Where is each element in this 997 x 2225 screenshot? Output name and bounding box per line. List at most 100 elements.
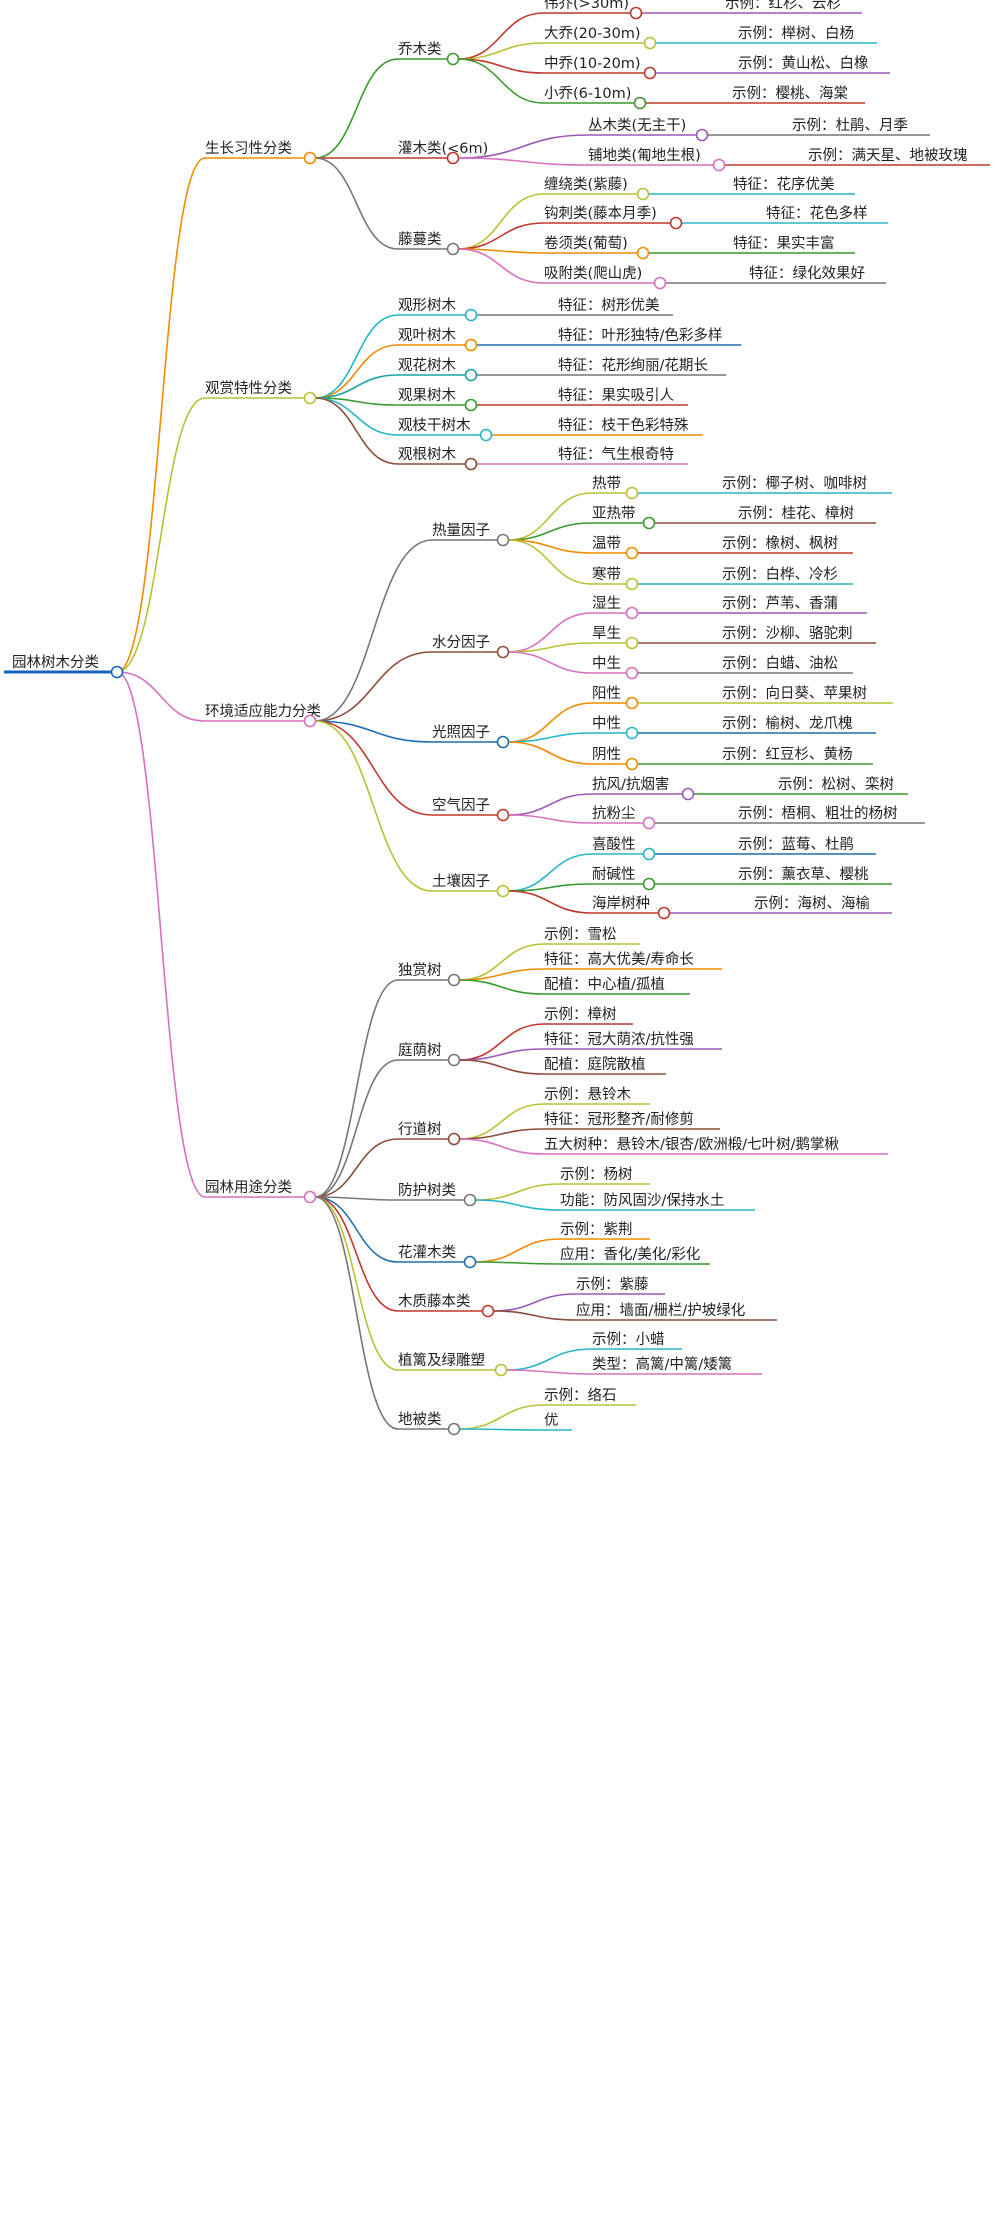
leaf-label[interactable]: 大乔(20-30m) xyxy=(544,25,641,42)
leaf-label[interactable]: 卷须类(葡萄) xyxy=(544,235,628,252)
leaf-label[interactable]: 钩刺类(藤本月季) xyxy=(544,205,657,222)
subtopic-node-circle[interactable] xyxy=(446,52,460,66)
leaf-label[interactable]: 示例：樟树 xyxy=(544,1005,617,1023)
subtopic-node-circle[interactable] xyxy=(496,533,510,547)
leaf-node-circle[interactable] xyxy=(636,246,650,260)
subtopic-node-circle[interactable] xyxy=(496,808,510,822)
leaf-label[interactable]: 抗风/抗烟害 xyxy=(592,776,669,793)
leaf-label[interactable]: 抗粉尘 xyxy=(592,805,636,822)
subtopic-node-circle[interactable] xyxy=(447,1422,461,1436)
leaf-node-circle[interactable] xyxy=(636,187,650,201)
subtopic-label[interactable]: 花灌木类 xyxy=(398,1244,456,1261)
leaf-node-circle[interactable] xyxy=(625,757,639,771)
leaf-label[interactable]: 湿生 xyxy=(592,595,621,612)
subtopic-node-circle[interactable] xyxy=(446,151,460,165)
subtopic-node-circle[interactable] xyxy=(481,1304,495,1318)
leaf-label[interactable]: 中性 xyxy=(592,715,621,732)
leaf-label[interactable]: 缠绕类(紫藤) xyxy=(544,175,628,193)
leaf-label[interactable]: 特征：冠形整齐/耐修剪 xyxy=(544,1110,694,1128)
leaf-label[interactable]: 示例：络石 xyxy=(544,1387,617,1404)
leaf-label[interactable]: 示例：杨树 xyxy=(560,1166,633,1183)
leaf-node-circle[interactable] xyxy=(653,276,667,290)
leaf-label[interactable]: 阳性 xyxy=(592,685,621,702)
leaf-label[interactable]: 丛木类(无主干) xyxy=(588,117,686,134)
leaf-label[interactable]: 配植：庭院散植 xyxy=(544,1056,646,1073)
leaf-label[interactable]: 应用：香化/美化/彩化 xyxy=(560,1245,700,1263)
root-topic-label[interactable]: 园林树木分类 xyxy=(12,654,99,671)
leaf-label[interactable]: 温带 xyxy=(592,535,621,552)
leaf-node-circle[interactable] xyxy=(669,216,683,230)
leaf-label[interactable]: 示例：悬铃木 xyxy=(544,1086,631,1103)
leaf-label[interactable]: 示例：紫藤 xyxy=(576,1276,649,1293)
subtopic-label[interactable]: 观根树木 xyxy=(398,446,456,463)
subtopic-label[interactable]: 热量因子 xyxy=(432,522,490,539)
subtopic-node-circle[interactable] xyxy=(479,428,493,442)
branch-label[interactable]: 环境适应能力分类 xyxy=(205,702,321,720)
subtopic-node-circle[interactable] xyxy=(447,973,461,987)
subtopic-label[interactable]: 独赏树 xyxy=(398,962,442,979)
subtopic-label[interactable]: 观果树木 xyxy=(398,387,456,404)
leaf-label[interactable]: 喜酸性 xyxy=(592,836,636,853)
subtopic-node-circle[interactable] xyxy=(496,884,510,898)
subtopic-node-circle[interactable] xyxy=(496,645,510,659)
leaf-node-circle[interactable] xyxy=(642,516,656,530)
subtopic-node-circle[interactable] xyxy=(464,457,478,471)
leaf-node-circle[interactable] xyxy=(642,816,656,830)
subtopic-node-circle[interactable] xyxy=(446,242,460,256)
subtopic-label[interactable]: 观枝干树木 xyxy=(398,417,471,434)
leaf-label[interactable]: 中乔(10-20m) xyxy=(544,55,641,72)
leaf-label[interactable]: 耐碱性 xyxy=(592,866,636,883)
leaf-label[interactable]: 阴性 xyxy=(592,746,621,763)
subtopic-label[interactable]: 行道树 xyxy=(398,1121,442,1138)
subtopic-node-circle[interactable] xyxy=(464,308,478,322)
leaf-node-circle[interactable] xyxy=(712,158,726,172)
subtopic-label[interactable]: 观花树木 xyxy=(398,357,456,374)
leaf-label[interactable]: 特征：冠大荫浓/抗性强 xyxy=(544,1031,694,1048)
subtopic-node-circle[interactable] xyxy=(447,1132,461,1146)
leaf-label[interactable]: 应用：墙面/栅栏/护坡绿化 xyxy=(576,1301,745,1319)
leaf-node-circle[interactable] xyxy=(681,787,695,801)
branch-node-circle[interactable] xyxy=(303,151,317,165)
subtopic-node-circle[interactable] xyxy=(494,1363,508,1377)
leaf-node-circle[interactable] xyxy=(625,546,639,560)
subtopic-label[interactable]: 藤蔓类 xyxy=(398,231,442,248)
branch-label[interactable]: 观赏特性分类 xyxy=(205,380,292,397)
leaf-label[interactable]: 伟乔(>30m) xyxy=(544,0,629,12)
leaf-label[interactable]: 功能：防风固沙/保持水土 xyxy=(560,1192,724,1209)
subtopic-label[interactable]: 土壤因子 xyxy=(432,872,490,890)
subtopic-label[interactable]: 水分因子 xyxy=(432,634,490,651)
leaf-label[interactable]: 热带 xyxy=(592,475,621,492)
leaf-node-circle[interactable] xyxy=(625,726,639,740)
leaf-node-circle[interactable] xyxy=(625,606,639,620)
root-node-circle[interactable] xyxy=(110,665,124,679)
subtopic-node-circle[interactable] xyxy=(464,338,478,352)
leaf-node-circle[interactable] xyxy=(625,666,639,680)
leaf-node-circle[interactable] xyxy=(643,66,657,80)
subtopic-node-circle[interactable] xyxy=(463,1255,477,1269)
subtopic-label[interactable]: 光照因子 xyxy=(432,724,490,741)
leaf-node-circle[interactable] xyxy=(629,6,643,20)
subtopic-node-circle[interactable] xyxy=(464,398,478,412)
subtopic-label[interactable]: 乔木类 xyxy=(398,41,442,58)
leaf-node-circle[interactable] xyxy=(695,128,709,142)
subtopic-label[interactable]: 观叶树木 xyxy=(398,327,456,344)
leaf-label[interactable]: 示例：小蜡 xyxy=(592,1331,665,1348)
subtopic-label[interactable]: 植篱及绿雕塑 xyxy=(398,1352,485,1369)
leaf-label[interactable]: 铺地类(匍地生根) xyxy=(588,147,701,164)
leaf-node-circle[interactable] xyxy=(625,486,639,500)
leaf-node-circle[interactable] xyxy=(625,577,639,591)
subtopic-label[interactable]: 地被类 xyxy=(398,1411,442,1428)
leaf-label[interactable]: 优 xyxy=(544,1412,559,1429)
branch-node-circle[interactable] xyxy=(303,1190,317,1204)
leaf-node-circle[interactable] xyxy=(633,96,647,110)
leaf-label[interactable]: 特征：高大优美/寿命长 xyxy=(544,950,694,968)
leaf-label[interactable]: 配植：中心植/孤植 xyxy=(544,976,665,993)
leaf-label[interactable]: 中生 xyxy=(592,655,621,672)
leaf-label[interactable]: 五大树种：悬铃木/银杏/欧洲椴/七叶树/鹅掌楸 xyxy=(544,1136,840,1153)
subtopic-node-circle[interactable] xyxy=(464,368,478,382)
branch-node-circle[interactable] xyxy=(303,714,317,728)
subtopic-label[interactable]: 灌木类(<6m) xyxy=(398,140,488,157)
subtopic-label[interactable]: 防护树类 xyxy=(398,1182,456,1199)
branch-node-circle[interactable] xyxy=(303,391,317,405)
leaf-label[interactable]: 亚热带 xyxy=(592,505,636,522)
